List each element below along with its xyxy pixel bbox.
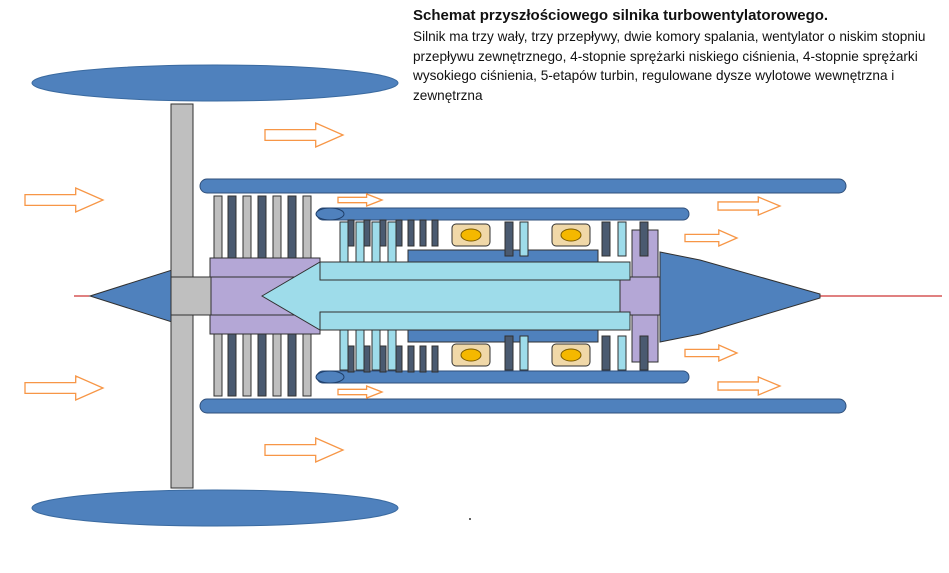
lp-blade-bottom bbox=[213, 333, 223, 397]
hp-blade-top bbox=[387, 221, 397, 263]
airflow-arrows bbox=[24, 122, 782, 463]
lp-compressor-blades bbox=[213, 195, 312, 397]
flow-arrow-icon bbox=[337, 193, 384, 207]
turbine-blade-bottom bbox=[601, 335, 611, 371]
speck bbox=[469, 518, 471, 520]
caption-title: Schemat przyszłościowego silnika turbowe… bbox=[413, 7, 829, 24]
stator-vane-top bbox=[347, 219, 355, 247]
stator-vane-bottom bbox=[363, 345, 371, 373]
turbine-blade-top bbox=[601, 221, 611, 257]
hp-blade-top bbox=[339, 221, 349, 263]
turbine-blade-top bbox=[617, 221, 627, 257]
stator-vane-top bbox=[419, 219, 427, 247]
stator-vane-top bbox=[395, 219, 403, 247]
stator-vane-bottom bbox=[395, 345, 403, 373]
turbine-blade-bottom bbox=[519, 335, 529, 371]
lp-blade-top bbox=[302, 195, 312, 259]
stator-vane-top bbox=[379, 219, 387, 247]
flow-arrow-icon bbox=[264, 437, 345, 463]
turbine-blade-top bbox=[519, 221, 529, 257]
hp-blade-top bbox=[355, 221, 365, 263]
turbine-blade-bottom bbox=[504, 335, 514, 371]
hp-compressor-blades bbox=[339, 219, 439, 373]
flow-arrow-icon bbox=[684, 344, 739, 362]
combustion-chambers bbox=[451, 223, 591, 367]
core-casing-bottom bbox=[316, 370, 690, 384]
lp-blade-bottom bbox=[227, 333, 237, 397]
caption-description: Silnik ma trzy wały, trzy przepływy, dwi… bbox=[413, 29, 926, 103]
hp-blade-bottom bbox=[339, 329, 349, 371]
stator-vane-bottom bbox=[379, 345, 387, 373]
combustion-flame bbox=[460, 348, 482, 362]
flow-arrow-icon bbox=[717, 196, 782, 216]
lp-blade-top bbox=[227, 195, 237, 259]
hp-blade-top bbox=[371, 221, 381, 263]
flow-arrow-icon bbox=[717, 376, 782, 396]
stator-vane-bottom bbox=[419, 345, 427, 373]
core-casing-lip-bottom bbox=[315, 370, 345, 384]
combustion-flame bbox=[460, 228, 482, 242]
lp-blade-bottom bbox=[287, 333, 297, 397]
lp-blade-bottom bbox=[272, 333, 282, 397]
turbine-blade-top bbox=[504, 221, 514, 257]
hp-blade-bottom bbox=[387, 329, 397, 371]
turbine-blade-bottom bbox=[617, 335, 627, 371]
nose-cone bbox=[88, 269, 173, 323]
turbine-blade-top bbox=[639, 221, 649, 257]
lp-blade-top bbox=[242, 195, 252, 259]
hp-spool-bottom bbox=[407, 329, 599, 343]
stator-vane-top bbox=[363, 219, 371, 247]
lp-blade-bottom bbox=[242, 333, 252, 397]
fan-blade-top bbox=[31, 64, 399, 102]
outer-duct-bottom bbox=[199, 398, 847, 414]
flow-arrow-icon bbox=[24, 375, 105, 401]
ip-shaft-top bbox=[319, 261, 631, 281]
hp-blade-bottom bbox=[371, 329, 381, 371]
turbine-blade-bottom bbox=[639, 335, 649, 371]
lp-compressor-hub-bottom bbox=[209, 314, 321, 335]
lp-blade-bottom bbox=[302, 333, 312, 397]
ip-shaft-bottom bbox=[319, 311, 631, 331]
hp-spool-top bbox=[407, 249, 599, 263]
stator-vane-top bbox=[407, 219, 415, 247]
tail-cone bbox=[659, 251, 821, 343]
lp-blade-top bbox=[213, 195, 223, 259]
lp-blade-top bbox=[257, 195, 267, 259]
outer-duct-top bbox=[199, 178, 847, 194]
flow-arrow-icon bbox=[337, 385, 384, 399]
stator-vane-bottom bbox=[407, 345, 415, 373]
lp-blade-top bbox=[287, 195, 297, 259]
fan-hub bbox=[170, 276, 212, 316]
caption: Schemat przyszłościowego silnika turbowe… bbox=[413, 6, 943, 105]
core-casing-top bbox=[316, 207, 690, 221]
stator-vane-bottom bbox=[347, 345, 355, 373]
lp-blade-top bbox=[272, 195, 282, 259]
stator-vane-bottom bbox=[431, 345, 439, 373]
turbine-blades bbox=[504, 221, 649, 371]
stator-vane-top bbox=[431, 219, 439, 247]
flow-arrow-icon bbox=[24, 187, 105, 213]
flow-arrow-icon bbox=[264, 122, 345, 148]
combustion-flame bbox=[560, 228, 582, 242]
fan-blade-bottom bbox=[31, 489, 399, 527]
combustion-flame bbox=[560, 348, 582, 362]
flow-arrow-icon bbox=[684, 229, 739, 247]
lp-blade-bottom bbox=[257, 333, 267, 397]
core-casing-lip-top bbox=[315, 207, 345, 221]
hp-blade-bottom bbox=[355, 329, 365, 371]
